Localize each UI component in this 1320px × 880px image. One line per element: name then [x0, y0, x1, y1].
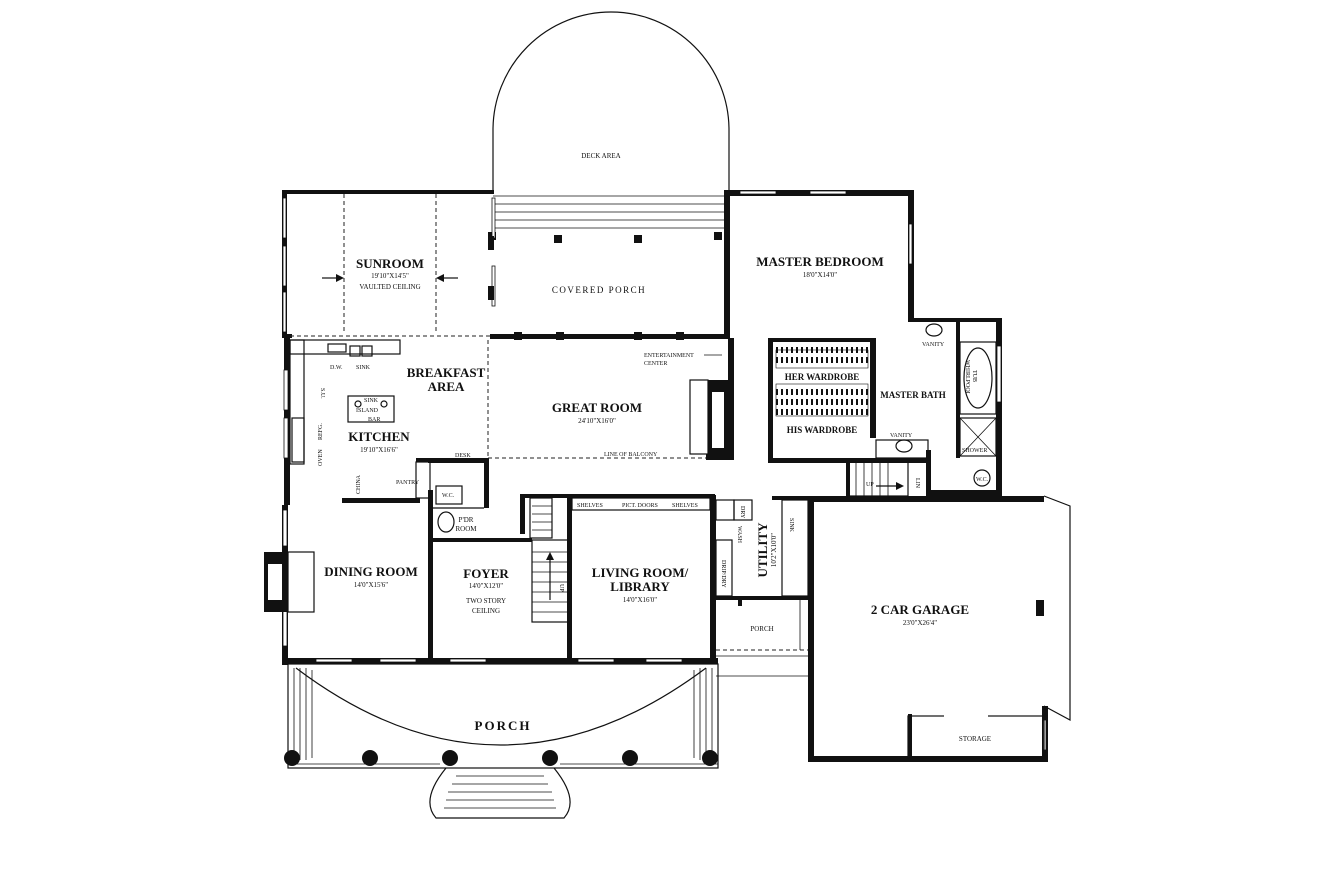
master-bedroom-dims: 18'0"X14'0": [803, 271, 837, 279]
foyer-stairs: [529, 497, 569, 623]
foyer-label: FOYER: [463, 566, 509, 581]
kitchen-dims: 19'10"X16'6": [360, 446, 398, 454]
shelves-right-label: SHELVES: [672, 503, 698, 509]
bar-label: BAR: [368, 417, 380, 423]
kitchen-counters: [289, 339, 431, 499]
porch-posts: [514, 332, 684, 340]
dw-label: D.W.: [330, 365, 343, 371]
sunroom-post: [488, 286, 494, 300]
front-steps: [429, 767, 571, 819]
side-porch-railing: [716, 600, 808, 677]
utility-appliances: [715, 499, 809, 597]
foyer-note-1: TWO STORY: [466, 597, 506, 605]
island-sink-label: SINK: [364, 398, 379, 404]
wc-bath-label: W.C.: [976, 477, 989, 483]
covered-porch-label: COVERED PORCH: [552, 285, 646, 295]
great-room-label: GREAT ROOM: [552, 400, 642, 415]
garage-dims: 23'0"X26'4": [903, 619, 937, 627]
dining-dims: 14'0"X15'6": [354, 581, 388, 589]
vanity-top-label: VANITY: [922, 342, 945, 348]
refg-label: REFG.: [318, 423, 324, 440]
garage-details: [907, 495, 1071, 759]
oven-label: OVEN: [318, 449, 324, 466]
his-wardrobe-label: HIS WARDROBE: [787, 425, 858, 435]
dining-fireplace-icon: [264, 551, 315, 613]
balcony-label: LINE OF BALCONY: [604, 452, 658, 458]
drip-dry-label: DRIP/DRY: [720, 560, 726, 588]
china-label: CHINA: [356, 474, 362, 494]
living-label-1: LIVING ROOM/: [592, 565, 689, 580]
whirlpool-label-1: WHIRLPOOL: [964, 360, 970, 396]
sunroom-note: VAULTED CEILING: [359, 283, 420, 291]
breakfast-label-1: BREAKFAST: [407, 365, 486, 380]
interior-walls: [282, 318, 960, 660]
deck-arc: [492, 11, 730, 190]
utility-dims: 10'2"X10'0": [770, 533, 778, 567]
covered-porch-columns: [488, 232, 722, 243]
living-label-2: LIBRARY: [610, 579, 670, 594]
entertainment-label-2: CENTER: [644, 361, 667, 367]
up-rear-label: UP: [866, 482, 874, 488]
front-porch: [287, 663, 719, 769]
breakfast-label-2: AREA: [428, 379, 465, 394]
powder-room-fixtures: [432, 485, 484, 533]
wash-label: WASH: [736, 526, 742, 544]
entertainment-label-1: ENTERTAINMENT: [644, 353, 694, 359]
storage-label: STORAGE: [959, 735, 991, 743]
side-porch-label: PORCH: [750, 625, 773, 633]
vanity-bottom-label: VANITY: [890, 433, 913, 439]
sunroom-post: [488, 236, 494, 250]
utility-sink-label: SINK: [788, 518, 794, 533]
garage-label: 2 CAR GARAGE: [871, 602, 969, 617]
sunroom-details: [290, 194, 490, 337]
foyer-dims: 14'0"X12'0": [469, 582, 503, 590]
kitchen-label: KITCHEN: [348, 429, 410, 444]
master-bath-fixtures: [875, 323, 997, 487]
pantry-label: PANTRY: [396, 480, 420, 486]
master-bath-label: MASTER BATH: [880, 390, 946, 400]
living-shelves: [571, 497, 711, 511]
wardrobe-racks: [775, 347, 869, 417]
desk-label: DESK: [455, 453, 471, 459]
deck-label: DECK AREA: [581, 152, 620, 160]
powder-label-1: P'DR: [459, 516, 474, 524]
living-dims: 14'0"X16'0": [623, 596, 657, 604]
fireplace-icon: [689, 379, 734, 460]
sunroom-label: SUNROOM: [356, 256, 424, 271]
island-label: ISLAND: [356, 408, 379, 414]
dining-label: DINING ROOM: [324, 564, 418, 579]
her-wardrobe-label: HER WARDROBE: [785, 372, 860, 382]
whirlpool-label-2: TUB: [971, 370, 977, 382]
powder-label-2: ROOM: [455, 525, 477, 533]
rear-stairs: [847, 461, 909, 497]
porch-column-icons: [284, 750, 718, 766]
utility-label: UTILITY: [755, 522, 770, 578]
great-room-dims: 24'10"X16'0": [578, 417, 616, 425]
shelves-left-label: SHELVES: [577, 503, 603, 509]
master-bedroom-label: MASTER BEDROOM: [756, 254, 883, 269]
deck-railing: [493, 195, 729, 229]
front-porch-label: PORCH: [475, 718, 532, 733]
pict-doors-label: PICT. DOORS: [622, 503, 658, 509]
sunroom-dims: 19'10"X14'5": [371, 272, 409, 280]
su-label: S.U.: [319, 388, 325, 399]
dry-label: DRY: [739, 506, 745, 519]
lin-label: LIN: [914, 478, 920, 489]
up-foyer-label: UP: [558, 584, 564, 592]
shower-label: SHOWER: [962, 448, 987, 454]
sink-label: SINK: [356, 365, 371, 371]
foyer-note-2: CEILING: [472, 607, 500, 615]
wc-powder-label: W.C.: [442, 493, 455, 499]
